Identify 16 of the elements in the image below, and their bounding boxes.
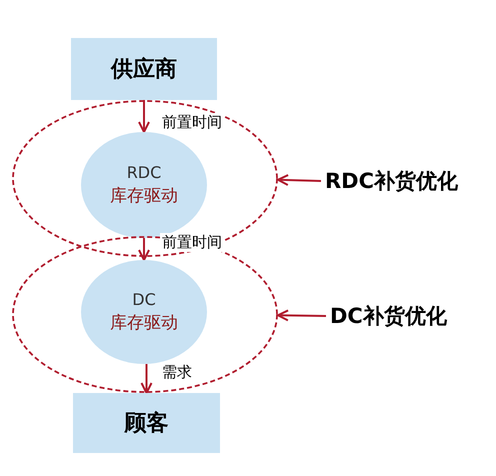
arrow — [140, 364, 152, 394]
node-title: RDC — [126, 163, 162, 182]
process-box: 顾客 — [73, 393, 220, 453]
callout-text: DC补货优化 — [330, 301, 480, 331]
edge-label: 前置时间 — [160, 233, 224, 252]
edge-label: 需求 — [160, 363, 194, 382]
node-subtitle: 库存驱动 — [110, 312, 178, 334]
node-title: DC — [132, 290, 156, 309]
node-subtitle: 库存驱动 — [110, 185, 178, 207]
arrow — [277, 309, 326, 322]
callout-text: RDC补货优化 — [325, 166, 490, 196]
arrow — [138, 238, 150, 261]
arrow — [276, 174, 322, 186]
edge-label: 前置时间 — [160, 113, 224, 132]
arrow — [138, 100, 150, 133]
process-box: 供应商 — [71, 38, 217, 100]
